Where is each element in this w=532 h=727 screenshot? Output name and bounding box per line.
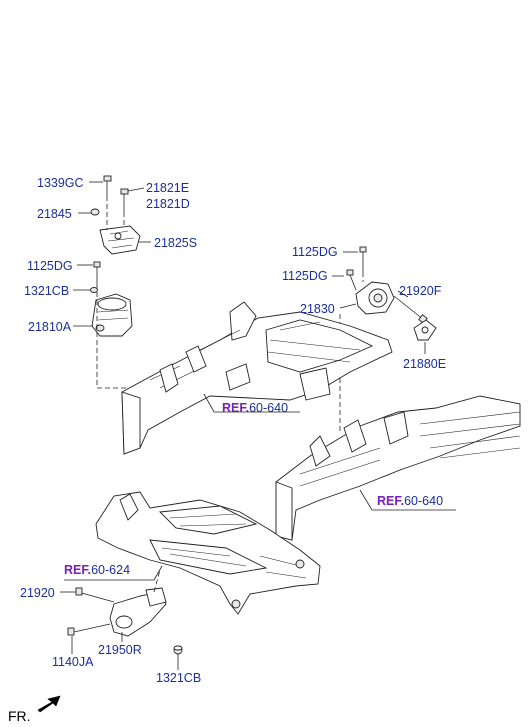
bolt-21920f <box>393 295 428 324</box>
label-21845: 21845 <box>37 207 72 221</box>
ref-prefix: REF. <box>377 494 404 508</box>
label-21920f: 21920F <box>399 284 442 298</box>
upper-frame <box>121 301 393 455</box>
bolt-1339gc <box>103 175 112 196</box>
bolt-21821 <box>120 188 129 212</box>
ref-code: 60-640 <box>404 494 443 508</box>
label-1125dg-left: 1125DG <box>27 259 73 273</box>
ref-60-640-upper[interactable]: REF.60-640 <box>222 401 288 415</box>
label-21920: 21920 <box>20 586 55 600</box>
label-1339gc: 1339GC <box>37 176 84 190</box>
front-direction-arrow <box>37 695 61 713</box>
label-21830: 21830 <box>300 302 335 316</box>
subframe <box>64 491 321 615</box>
nut-21845 <box>90 208 100 216</box>
label-21880e: 21880E <box>403 357 446 371</box>
label-1321cb-bottom: 1321CB <box>156 671 201 685</box>
mount-21830 <box>355 281 395 315</box>
label-21821e: 21821E <box>146 181 189 195</box>
roll-stopper-21950r <box>109 587 167 637</box>
label-1125dg-right-top: 1125DG <box>292 245 338 259</box>
label-1125dg-right-mid: 1125DG <box>282 269 328 283</box>
mount-21810a <box>91 293 133 337</box>
bracket-21880e <box>413 319 437 341</box>
label-21821d: 21821D <box>146 197 190 211</box>
washer-1321cb-left <box>90 287 98 293</box>
front-label: FR. <box>8 708 31 724</box>
bolt-21920 <box>75 587 115 603</box>
ref-prefix: REF. <box>64 563 91 577</box>
label-21950r: 21950R <box>98 643 142 657</box>
label-21825s: 21825S <box>154 236 197 250</box>
label-1140ja: 1140JA <box>52 655 94 669</box>
bracket-21825s <box>99 225 141 255</box>
bolt-1125dg-right-mid <box>346 269 357 291</box>
lower-frame <box>275 395 521 541</box>
ref-60-624[interactable]: REF.60-624 <box>64 563 130 577</box>
ref-code: 60-624 <box>91 563 130 577</box>
left-mount-assembly <box>73 175 151 389</box>
ref-prefix: REF. <box>222 401 249 415</box>
bolt-1125dg-left <box>93 261 101 284</box>
washer-1321cb-bottom <box>173 645 183 655</box>
roll-stopper-assembly <box>60 569 183 670</box>
ref-code: 60-640 <box>249 401 288 415</box>
bolt-1125dg-right-top <box>359 246 367 272</box>
bolt-1140ja <box>67 623 111 636</box>
ref-60-640-lower[interactable]: REF.60-640 <box>377 494 443 508</box>
label-1321cb-left: 1321CB <box>24 284 69 298</box>
label-21810a: 21810A <box>28 320 72 334</box>
